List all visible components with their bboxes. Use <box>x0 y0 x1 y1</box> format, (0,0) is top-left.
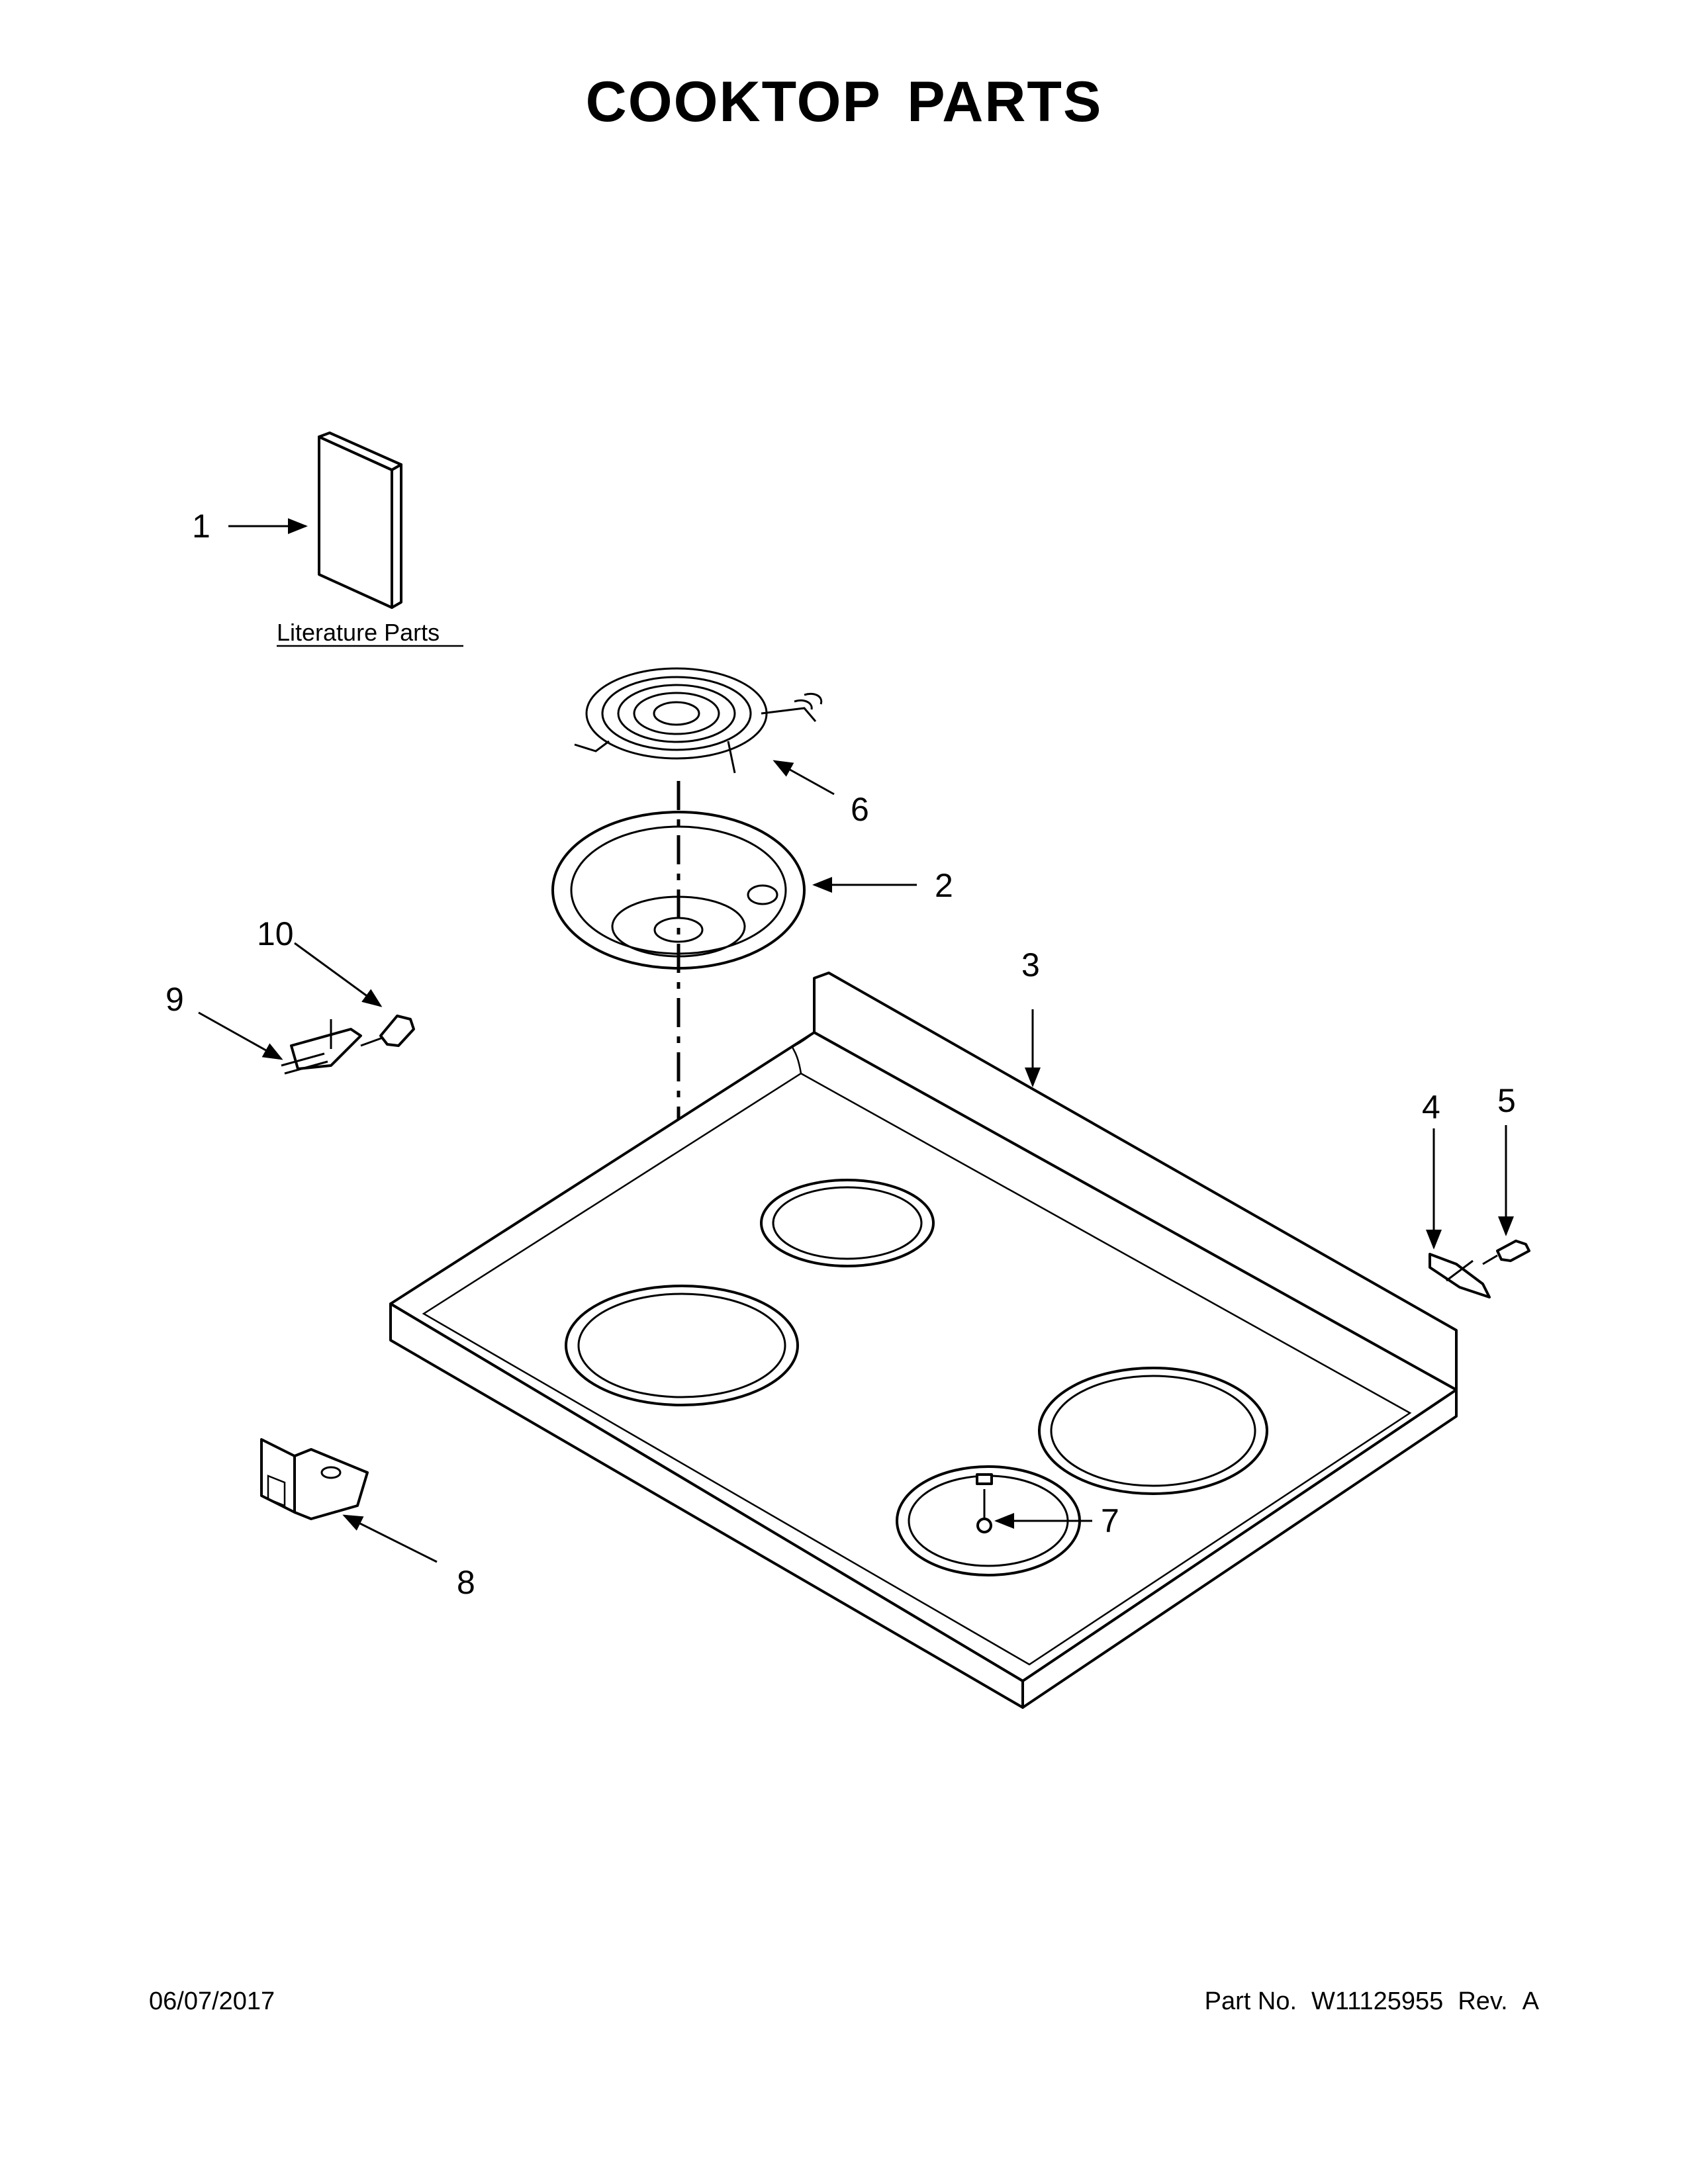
footer-date: 06/07/2017 <box>149 1987 275 2015</box>
terminal-bracket[interactable] <box>1429 1253 1491 1298</box>
literature-parts-label: Literature Parts <box>277 619 440 646</box>
callout-label-6: 6 <box>851 791 869 828</box>
callout-label-4: 4 <box>1422 1089 1440 1126</box>
callout-label-2: 2 <box>935 867 953 904</box>
callout-label-10: 10 <box>257 915 294 952</box>
terminal-block[interactable] <box>281 1019 362 1075</box>
callout-label-9: 9 <box>165 981 184 1018</box>
callout-label-8: 8 <box>457 1564 475 1601</box>
literature-booklet[interactable] <box>318 432 402 609</box>
footer-part-info: Part No. W11125955 Rev. A <box>1205 1987 1539 2016</box>
callout-arrow-9 <box>198 1011 283 1060</box>
burner-screw[interactable] <box>976 1473 993 1533</box>
mounting-screw[interactable] <box>1482 1240 1530 1265</box>
callout-label-1: 1 <box>192 508 211 545</box>
terminal-screw[interactable] <box>360 1015 415 1047</box>
part-no-label: Part No. <box>1204 1987 1297 2015</box>
callout-label-3: 3 <box>1021 946 1040 983</box>
part-number: W11125955 <box>1311 1987 1444 2015</box>
callout-arrow-10 <box>294 942 383 1007</box>
callout-label-7: 7 <box>1101 1502 1119 1539</box>
rev-label: Rev. <box>1458 1987 1508 2015</box>
page-title: COOKTOP PARTS <box>585 70 1103 134</box>
callout-label-5: 5 <box>1497 1082 1516 1119</box>
callout-arrow-8 <box>342 1514 438 1563</box>
mounting-clip[interactable] <box>260 1438 369 1520</box>
callout-arrow-6 <box>773 760 835 796</box>
surface-element[interactable] <box>574 667 823 774</box>
main-cooktop[interactable] <box>389 972 1458 1709</box>
rev-value: A <box>1522 1987 1539 2015</box>
